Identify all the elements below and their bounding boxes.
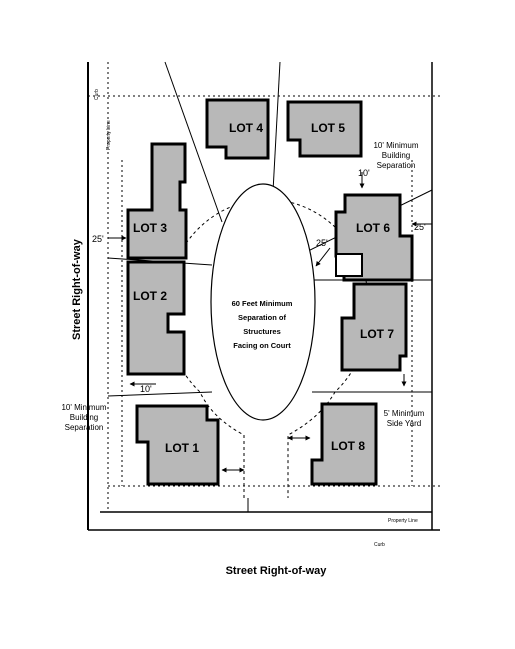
lot-8-label: LOT 8 [331,439,365,453]
svg-text:Separation: Separation [377,161,416,170]
dim-10-bottom: 10' [140,384,152,394]
court-label: 60 Feet Minimum Separation of Structures… [232,299,293,350]
lot-1-group: LOT 1 [135,404,220,486]
dim-25-right: 25' [414,222,426,232]
svg-text:60 Feet Minimum: 60 Feet Minimum [232,299,293,308]
lot-1-label: LOT 1 [165,441,199,455]
svg-text:Building: Building [382,151,410,160]
separation-label-right: 10' Minimum Building Separation [373,141,418,170]
svg-text:Side Yard: Side Yard [387,419,421,428]
lot-3-shape [126,142,188,260]
dimension-arrows [108,172,432,473]
property-boundaries [87,62,440,531]
lot-6-label: LOT 6 [356,221,390,235]
side-yard-label: 5' Minimum Side Yard [384,409,425,428]
svg-text:Building: Building [70,413,98,422]
property-line-label-left: Property Line [106,120,112,150]
lot-3-group: LOT 3 [126,142,188,260]
lot-5-group: LOT 5 [286,100,363,158]
curb-label-top: Curb [94,89,100,100]
lot-4-group: LOT 4 [205,98,270,160]
svg-text:Separation: Separation [65,423,104,432]
svg-text:Structures: Structures [243,327,281,336]
street-right-of-way-bottom: Street Right-of-way [226,565,328,577]
lot-6-notch [335,253,363,277]
lot-5-shape [286,100,363,158]
lot-4-shape [205,98,270,160]
street-right-of-way-left: Street Right-of-way [71,238,83,340]
lot-1-shape [135,404,220,486]
property-line-label-bottom: Property Line [388,518,418,524]
lot-2-group: LOT 2 [126,260,186,376]
lot-8-shape [310,402,378,486]
svg-text:5' Minimum: 5' Minimum [384,409,425,418]
svg-text:Facing on Court: Facing on Court [233,341,291,350]
dim-10-top: 10' [358,168,370,178]
lot-4-label: LOT 4 [229,121,263,135]
lot-7-group: LOT 7 [340,282,408,372]
dim-25-left: 25' [92,234,104,244]
separation-label-left: 10' Minimum Building Separation [61,403,106,432]
svg-text:10' Minimum: 10' Minimum [61,403,106,412]
lot-7-label: LOT 7 [360,327,394,341]
lot-5-label: LOT 5 [311,121,345,135]
dim-25-center: 25' [316,238,328,248]
lot-3-label: LOT 3 [133,221,167,235]
lot-7-shape [340,282,408,372]
lot-lines [107,61,433,512]
lot-8-group: LOT 8 [310,402,378,486]
lot-2-label: LOT 2 [133,289,167,303]
court-outline [165,183,370,498]
svg-text:Separation of: Separation of [238,313,286,322]
curb-label-bottom: Curb [374,542,385,548]
svg-text:10' Minimum: 10' Minimum [373,141,418,150]
lot-2-shape [126,260,186,376]
